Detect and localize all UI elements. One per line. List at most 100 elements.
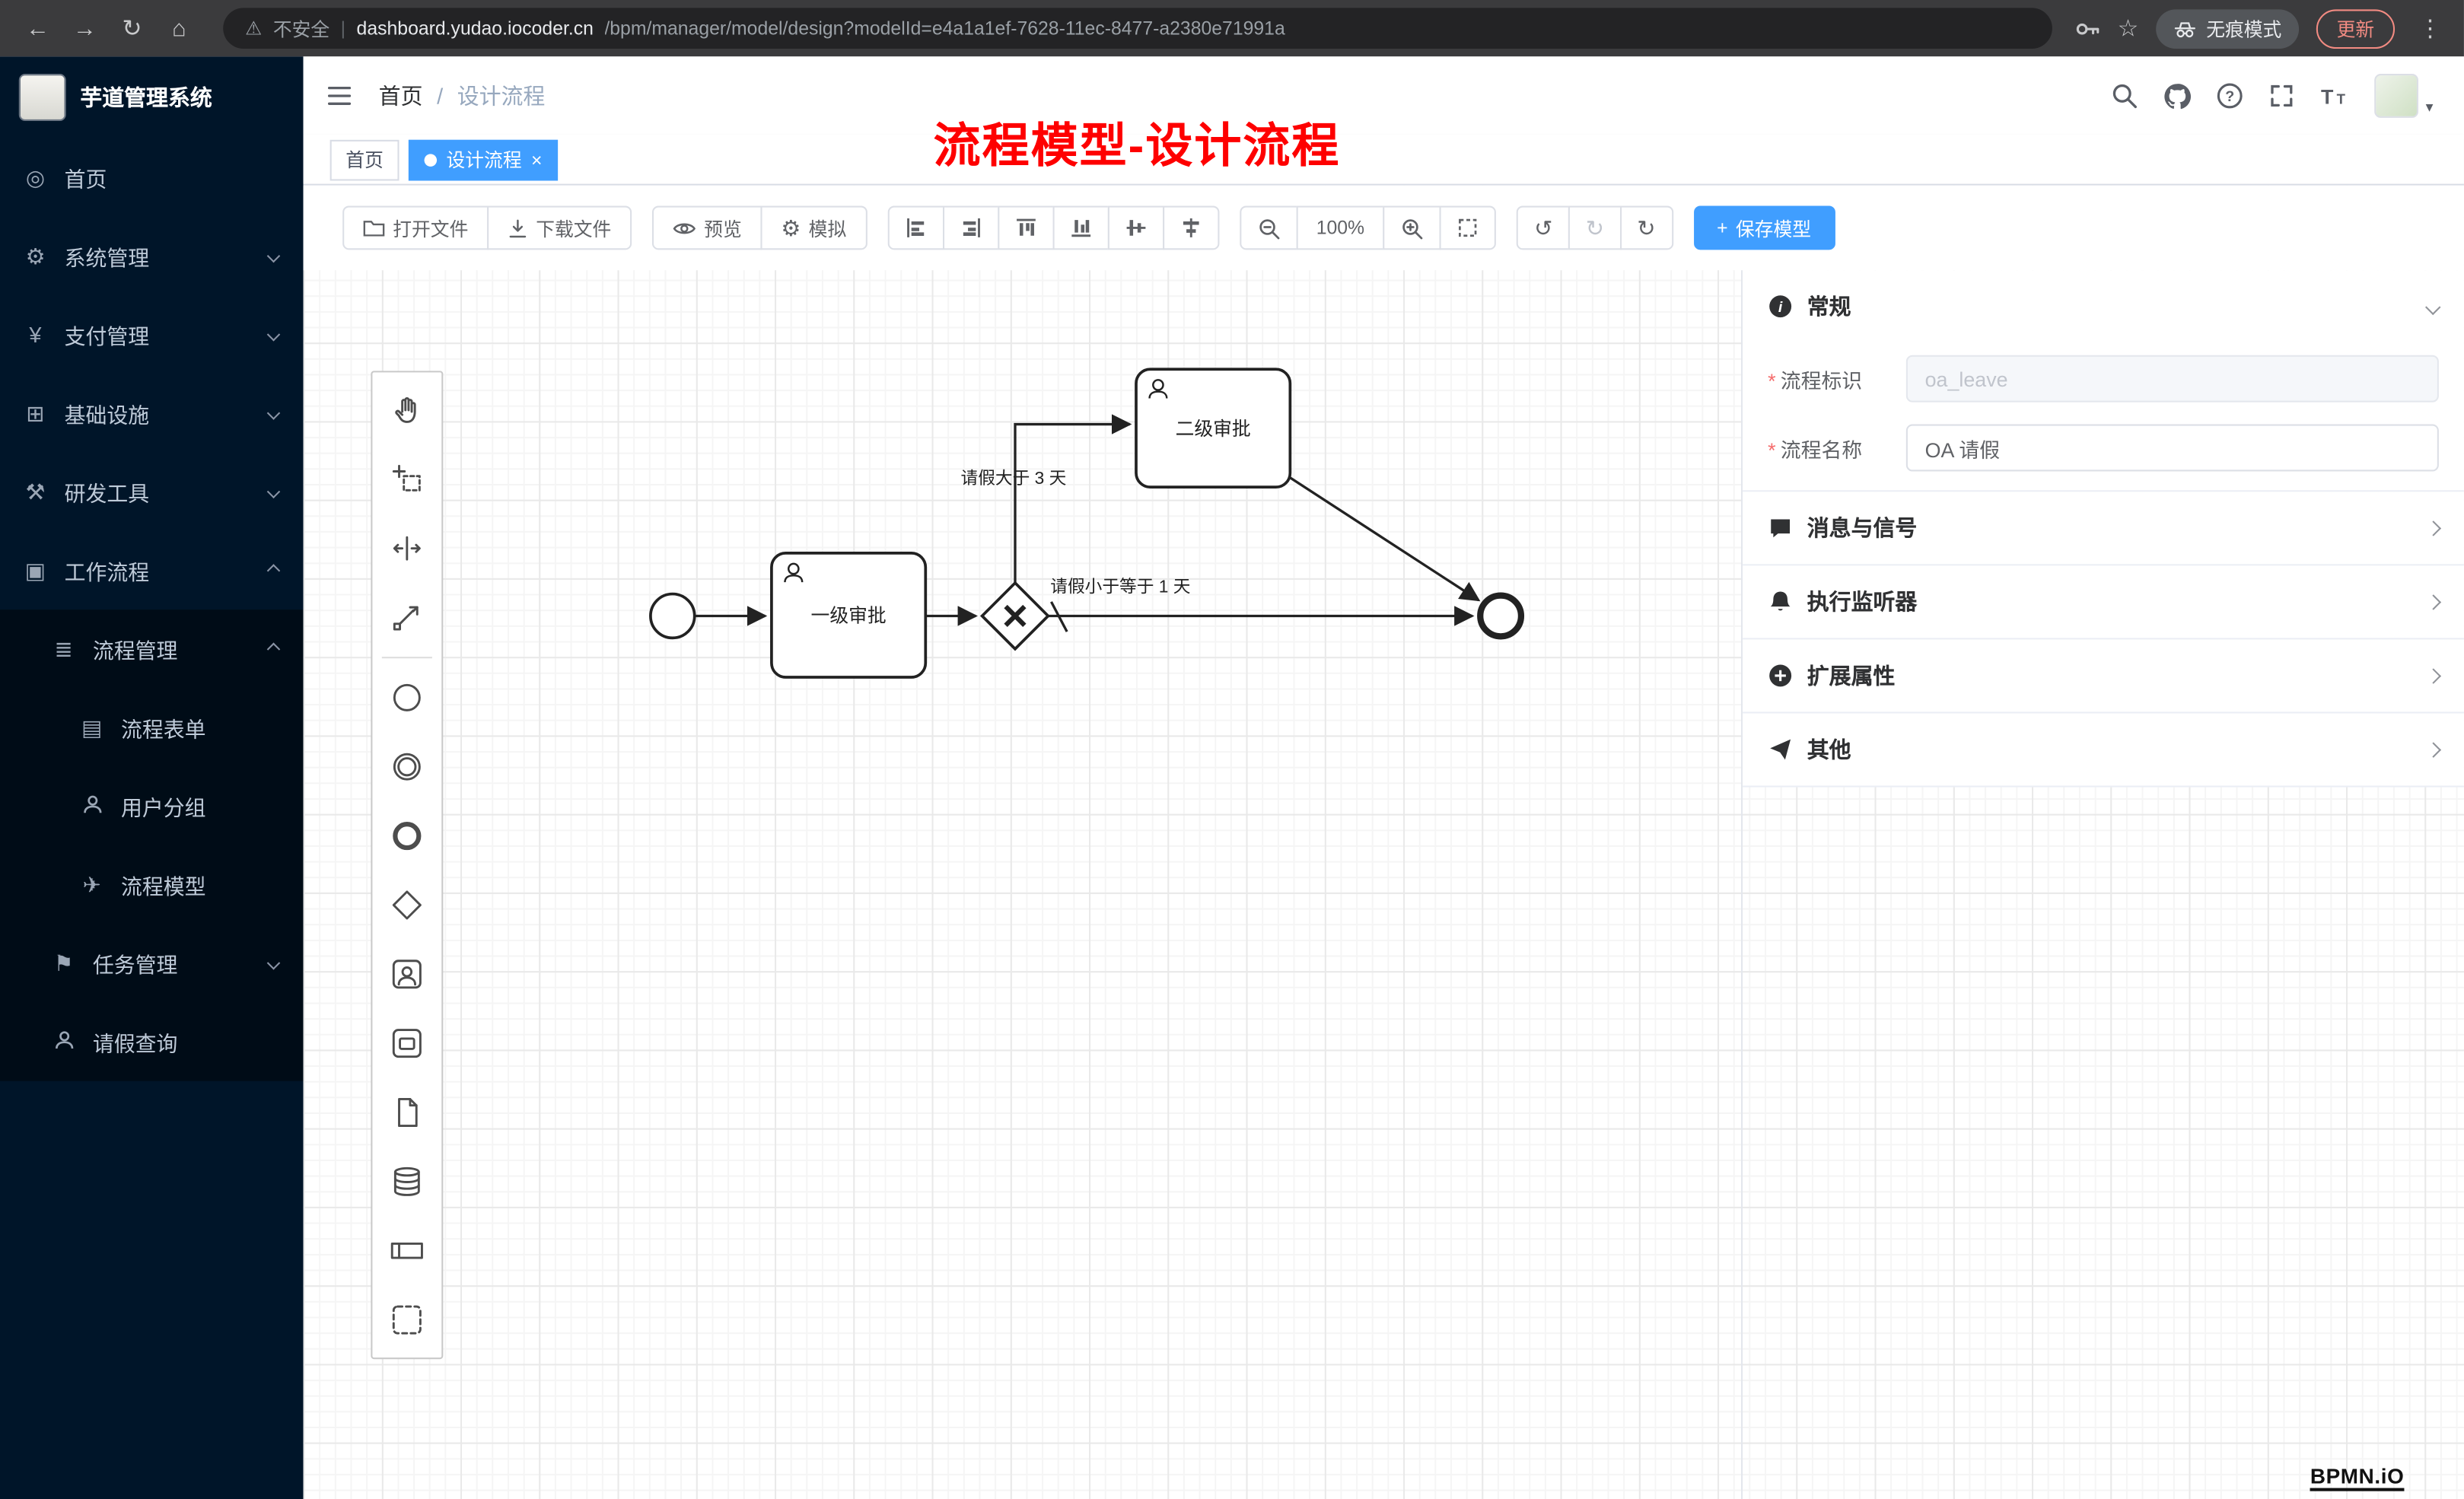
chevron-down-icon [266,327,281,342]
end-event[interactable] [1477,592,1525,640]
sidebar-item-task-mgmt[interactable]: ⚑ 任务管理 [0,924,304,1002]
user-task-icon [784,562,804,583]
align-middle-button[interactable] [1107,205,1164,250]
align-right-button[interactable] [942,205,999,250]
briefcase-icon: ▣ [24,557,46,583]
save-model-button[interactable]: + 保存模型 [1693,205,1835,250]
receive-task-icon[interactable] [372,1009,441,1078]
address-bar[interactable]: ⚠ 不安全 | dashboard.yudao.iocoder.cn /bpm/… [223,8,2052,49]
zoom-in-button[interactable] [1383,205,1442,250]
section-message-signal: 消息与信号 [1743,492,2464,566]
participant-pool-icon[interactable] [372,1216,441,1285]
process-name-input[interactable] [1905,424,2439,472]
start-event[interactable] [649,592,696,640]
security-label[interactable]: 不安全 [272,18,330,40]
sidebar-item-infra[interactable]: ⊞ 基础设施 [0,374,304,452]
zoom-level[interactable]: 100% [1295,205,1385,250]
sidebar-item-payment[interactable]: ¥ 支付管理 [0,295,304,374]
group-icon[interactable] [372,1285,441,1354]
sidebar-item-process-model[interactable]: ✈ 流程模型 [0,845,304,924]
flow-label-le1[interactable]: 请假小于等于 1 天 [1050,577,1190,597]
forward-icon[interactable]: → [73,14,97,42]
refresh-icon: ↻ [1637,215,1656,240]
close-icon[interactable]: × [531,148,543,171]
update-button[interactable]: 更新 [2316,8,2396,48]
align-top-icon [1016,218,1036,236]
eye-icon [673,222,696,234]
lasso-tool-icon[interactable] [372,444,441,514]
user-menu[interactable]: ▼ [2374,74,2436,118]
hand-tool-icon[interactable] [372,376,441,445]
flow-task2-to-end[interactable] [1289,476,1481,602]
task-second-approval[interactable]: 二级审批 [1135,368,1292,489]
gateway-icon[interactable] [372,870,441,940]
security-warning-icon[interactable]: ⚠ [245,17,263,40]
sidebar-item-process-form[interactable]: ▤ 流程表单 [0,688,304,766]
process-id-input[interactable] [1905,355,2439,403]
reload-icon[interactable]: ↻ [122,15,142,43]
chevron-down-icon [266,406,281,421]
sidebar-item-leave-query[interactable]: 请假查询 [0,1002,304,1080]
data-store-icon[interactable] [372,1147,441,1216]
tab-home[interactable]: 首页 [329,138,400,180]
section-other-header[interactable]: 其他 [1743,714,2464,786]
end-event-icon[interactable] [372,801,441,870]
github-icon[interactable] [2163,81,2192,110]
bookmark-star-icon[interactable]: ☆ [2117,15,2139,43]
align-bottom-button[interactable] [1052,205,1109,250]
search-icon[interactable] [2110,81,2138,110]
back-icon[interactable]: ← [26,14,50,42]
global-connect-tool-icon[interactable] [372,583,441,652]
sidebar-item-system[interactable]: ⚙ 系统管理 [0,217,304,295]
send-icon: ✈ [82,871,101,897]
intermediate-event-icon[interactable] [372,732,441,801]
help-icon[interactable]: ? [2216,81,2244,110]
space-tool-icon[interactable] [372,514,441,583]
open-file-button[interactable]: 打开文件 [342,205,489,250]
align-top-button[interactable] [997,205,1054,250]
data-object-icon[interactable] [372,1078,441,1147]
align-left-button[interactable] [887,205,944,250]
undo-button[interactable]: ↺ [1517,205,1571,250]
bpmn-canvas[interactable]: 一级审批 [304,186,2464,1499]
task-first-approval[interactable]: 一级审批 [770,552,928,679]
sidebar-collapse-icon[interactable] [325,81,353,110]
sidebar-item-home[interactable]: ◎ 首页 [0,138,304,217]
bpmn-workspace: 打开文件 下载文件 预览 ⚙ [303,185,2464,1499]
key-icon[interactable] [2074,15,2100,42]
flow-gateway-to-task2[interactable] [1014,414,1132,584]
flow-label-gt3[interactable]: 请假大于 3 天 [961,468,1067,488]
section-general-header[interactable]: i 常规 [1743,270,2464,342]
sidebar-item-user-group[interactable]: 用户分组 [0,767,304,845]
browser-menu-icon[interactable]: ⋮ [2418,15,2443,43]
restart-button[interactable]: ↻ [1619,205,1673,250]
redo-button[interactable]: ↻ [1568,205,1622,250]
fullscreen-icon[interactable] [2268,81,2296,110]
download-file-button[interactable]: 下载文件 [487,205,632,250]
sidebar-item-workflow[interactable]: ▣ 工作流程 [0,531,304,609]
preview-button[interactable]: 预览 [652,205,762,250]
section-message-signal-header[interactable]: 消息与信号 [1743,492,2464,564]
zoom-out-button[interactable] [1239,205,1297,250]
simulate-button[interactable]: ⚙ 模拟 [760,205,867,250]
start-event-icon[interactable] [372,663,441,732]
section-extended-attributes-header[interactable]: 扩展属性 [1743,639,2464,711]
chevron-right-icon [2426,668,2441,683]
bpmn-io-watermark[interactable]: BPMN.iO [2310,1465,2405,1491]
sidebar-item-process-mgmt[interactable]: ≣ 流程管理 [0,609,304,688]
user-task-icon[interactable] [372,940,441,1009]
tab-design-process[interactable]: 设计流程 × [408,138,559,180]
section-execution-listener-header[interactable]: 执行监听器 [1743,565,2464,638]
avatar[interactable] [2374,74,2419,118]
sidebar-item-devtools[interactable]: ⚒ 研发工具 [0,453,304,531]
breadcrumb-home[interactable]: 首页 [378,83,423,109]
chevron-down-icon [266,485,281,499]
dashboard-icon: ◎ [25,164,46,189]
logo-row[interactable]: 芋道管理系统 [0,56,304,138]
exclusive-gateway[interactable] [979,581,1050,651]
flag-icon: ⚑ [53,950,74,975]
home-icon[interactable]: ⌂ [172,14,186,42]
zoom-reset-button[interactable] [1440,205,1497,250]
align-center-button[interactable] [1162,205,1219,250]
